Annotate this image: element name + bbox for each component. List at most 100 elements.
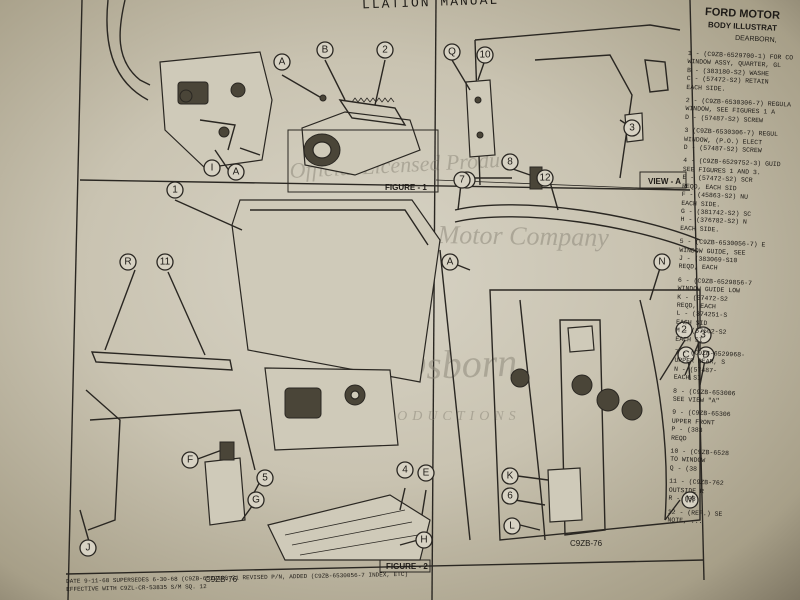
callout-label: R	[124, 257, 131, 268]
frame-middle-line	[79, 179, 691, 191]
motor-hub	[312, 141, 332, 159]
callout-circle	[181, 451, 199, 469]
figure-2-box	[379, 559, 431, 573]
regulator-roller-2	[596, 388, 620, 412]
callout-label: A	[233, 167, 240, 178]
callout-label: A	[279, 57, 286, 68]
quarter-window-glass	[231, 199, 441, 383]
leader-N	[649, 267, 661, 301]
upper-rail-12-inner	[454, 216, 699, 253]
leader-F	[194, 449, 223, 461]
panel-stud	[218, 126, 230, 138]
callout-circle	[677, 346, 695, 364]
callout-2-c-2a: 2	[376, 41, 394, 59]
leader-2a	[374, 59, 386, 106]
callout-c-c-c: C	[677, 346, 695, 364]
callout-label: K	[507, 471, 514, 482]
callout-circle	[79, 539, 97, 557]
regulator-bracket-fig2	[284, 387, 322, 419]
callout-label: I	[211, 163, 214, 174]
callout-layer: AB2IAQ108P31R11F5GJ4EH712AN23CDK6LM	[79, 41, 715, 557]
frame-center-line	[431, 0, 437, 600]
code-right: C9ZB-76	[570, 539, 603, 548]
window-frame-top	[474, 24, 681, 41]
callout-circle	[227, 163, 245, 181]
callout-circle	[501, 467, 519, 485]
figure-1-box	[287, 129, 439, 193]
leader-B1	[324, 59, 346, 101]
callout-4-c-4: 4	[396, 461, 414, 479]
callout-circle	[675, 321, 693, 339]
regulator-motor-door	[510, 368, 530, 388]
callout-label: 6	[507, 491, 513, 502]
callout-label: 11	[160, 257, 171, 268]
leader-6	[514, 499, 546, 506]
callout-a-c-a2: A	[227, 163, 245, 181]
callout-circle	[273, 53, 291, 71]
regulator-roller-1	[571, 374, 593, 396]
bracket-screw-2	[476, 131, 484, 139]
callout-circle	[415, 531, 433, 549]
callout-label: B	[322, 45, 329, 56]
leader-H	[399, 539, 419, 546]
callout-label: Q	[448, 47, 456, 58]
callout-circle	[256, 469, 274, 487]
callout-label: 10	[479, 50, 491, 61]
callout-label: G	[252, 495, 260, 506]
regulator-panel	[159, 51, 273, 169]
callout-8-c-8: 8	[501, 153, 519, 171]
figure-2: FIGURE - 2 C9ZB-76	[79, 199, 441, 584]
callout-label: M	[686, 495, 694, 506]
callout-d-c-d: D	[697, 346, 715, 364]
callout-label: 3	[629, 123, 635, 134]
window-guide-fig2	[267, 494, 431, 561]
callout-label: 5	[262, 473, 268, 484]
callout-b-c-b1: B	[316, 41, 334, 59]
leader-L	[519, 524, 541, 531]
callout-circle	[119, 253, 137, 271]
callout-e-c-e: E	[417, 464, 435, 482]
watermark-sub: PRODUCTIONS	[369, 409, 521, 424]
leader-11	[167, 271, 206, 356]
callout-circle	[623, 119, 641, 137]
callout-circle	[653, 253, 671, 271]
glass-edge-top	[119, 0, 151, 86]
view-a-label: VIEW - A	[648, 177, 681, 186]
callout-7-c-7: 7	[453, 171, 471, 189]
callout-l-c-l: L	[503, 517, 521, 535]
view-a-box	[639, 171, 687, 189]
outside-belt-molding	[90, 351, 233, 371]
callout-label: 1	[172, 185, 178, 196]
callout-circle	[697, 346, 715, 364]
lower-guide	[204, 457, 246, 526]
front-guide-rod	[639, 299, 667, 521]
sector-gear	[338, 99, 407, 126]
callout-1-c-1: 1	[166, 181, 184, 199]
callout-3-c-3a: 3	[623, 119, 641, 137]
callout-a-c-a3: A	[441, 253, 459, 271]
leader-R	[104, 269, 136, 351]
panel-bolt	[179, 89, 193, 103]
callout-label: D	[702, 350, 709, 361]
glass-edge-top-inner	[106, 0, 149, 101]
frame-bottom-line	[65, 559, 705, 575]
callout-10-c-10: 10	[476, 46, 494, 64]
callout-q-c-q: Q	[443, 43, 461, 61]
door-inner-panel	[489, 289, 701, 541]
upper-bracket-door	[567, 325, 595, 353]
leader-2b	[659, 339, 686, 381]
callout-label: F	[187, 455, 193, 466]
gear-teeth	[351, 97, 395, 103]
callout-circle	[417, 464, 435, 482]
callout-label: A	[447, 257, 454, 268]
leader-Q	[451, 59, 471, 91]
